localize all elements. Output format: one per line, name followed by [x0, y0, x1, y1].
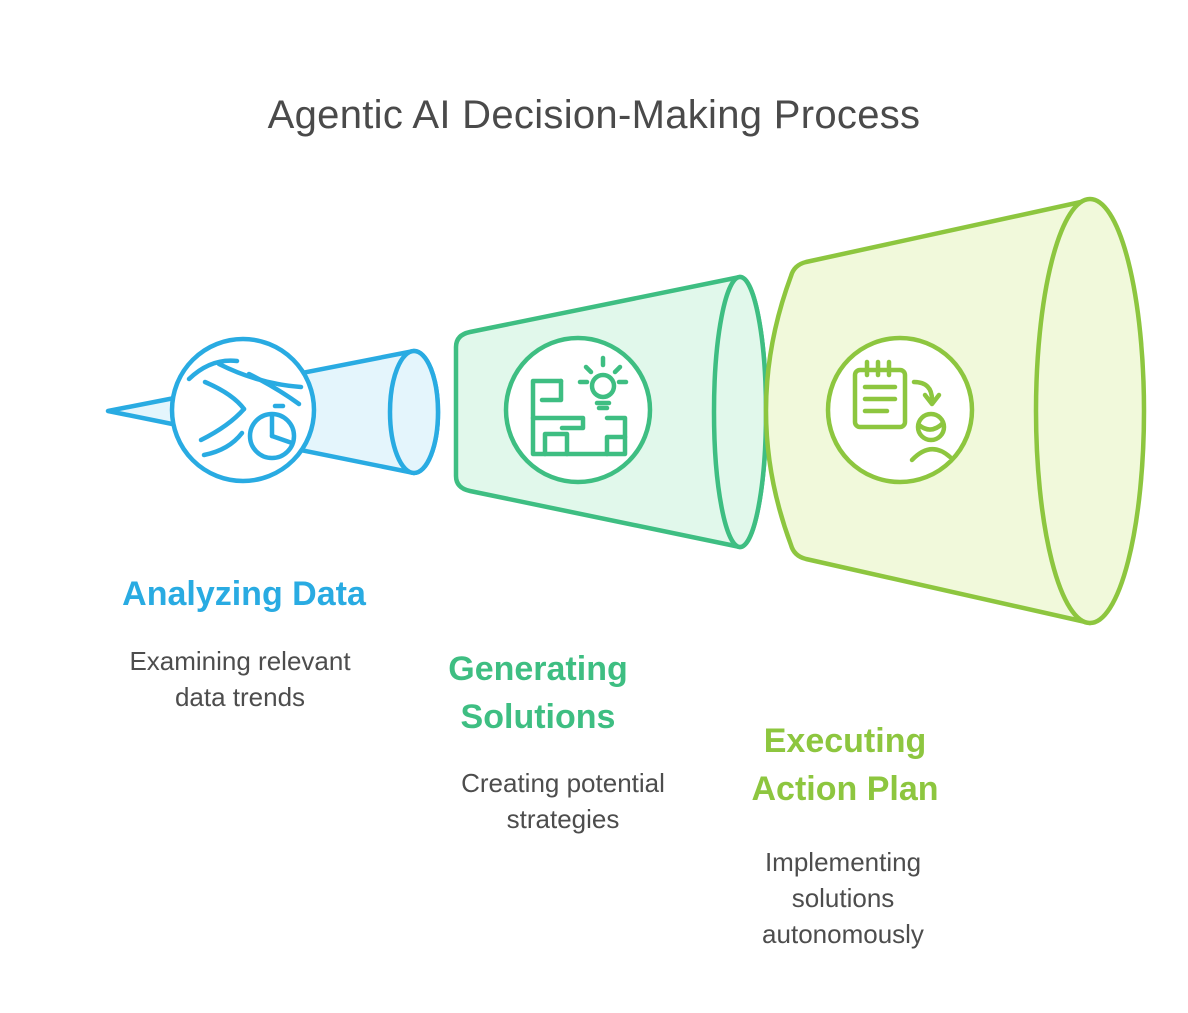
- maze-lightbulb-icon: [530, 355, 629, 457]
- stage-1-label: Analyzing Data: [122, 575, 366, 613]
- stage-2-label: Generating Solutions: [448, 650, 628, 736]
- stage-1-graphic: [105, 336, 441, 484]
- stage-2-description: Creating potential strategies: [461, 768, 665, 834]
- wind-trends-pie-icon: [186, 358, 304, 461]
- stage-1-rim: [387, 348, 441, 476]
- stage-1-description: Examining relevant data trends: [129, 646, 351, 712]
- stage-3-icon-circle: [825, 335, 975, 485]
- stage-2-graphic: [453, 274, 769, 550]
- stage-3-rim: [1033, 196, 1147, 626]
- notepad-task-person-icon: [852, 359, 953, 463]
- stage-3-description: Implementing solutions autonomously: [762, 847, 924, 949]
- stage-3-graphic: [763, 196, 1147, 626]
- stage-3-label: Executing Action Plan: [751, 722, 939, 808]
- stage-2-icon-circle: [503, 335, 653, 485]
- diagram-title: Agentic AI Decision-Making Process: [267, 93, 921, 137]
- stage-2-rim: [711, 274, 769, 550]
